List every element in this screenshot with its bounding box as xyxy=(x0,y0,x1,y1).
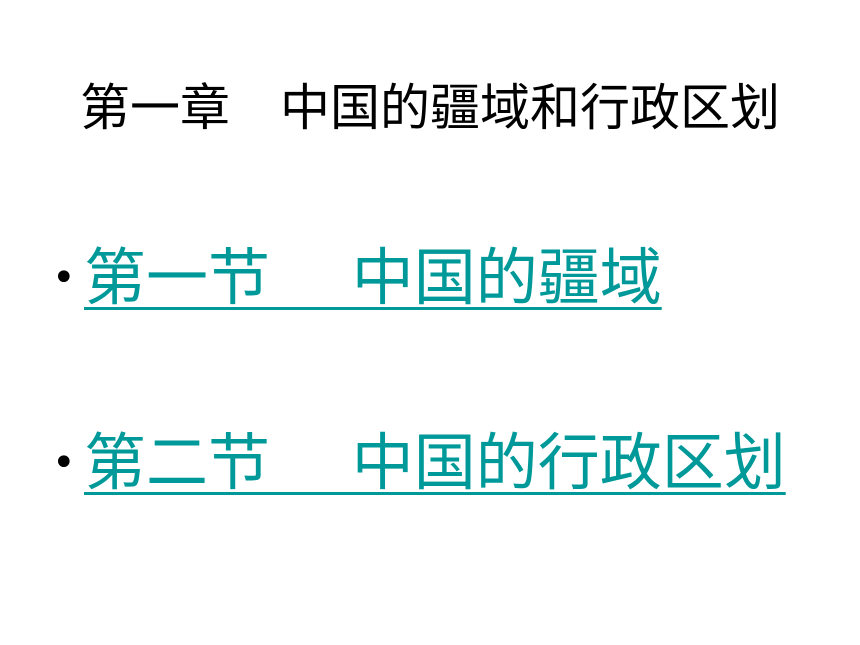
bullet-item-section-1: • 第一节 中国的疆域 xyxy=(52,238,662,318)
section-1-link[interactable]: 第一节 中国的疆域 xyxy=(84,241,662,314)
bullet-item-section-2: • 第二节 中国的行政区划 xyxy=(52,423,786,503)
slide-title: 第一章 中国的疆域和行政区划 xyxy=(80,79,780,137)
bullet-icon: • xyxy=(52,255,76,301)
section-2-link[interactable]: 第二节 中国的行政区划 xyxy=(84,426,786,499)
bullet-icon: • xyxy=(52,440,76,486)
